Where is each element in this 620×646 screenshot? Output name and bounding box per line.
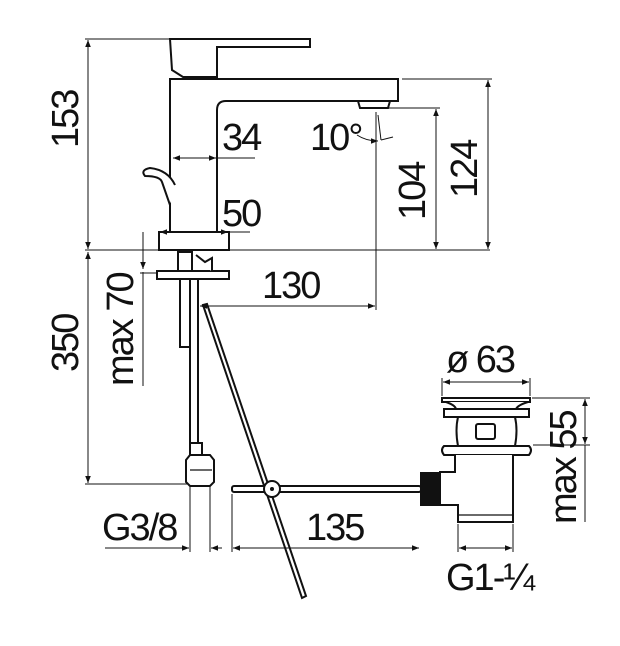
dim-label-104: 104 [392, 161, 434, 220]
dimension-lines [85, 38, 590, 552]
dim-label-angle: 10° [310, 117, 361, 159]
dim-label-g1-1-4: G1-¼ [446, 557, 536, 599]
pop-up-waste [439, 397, 532, 523]
dim-label-153: 153 [45, 90, 87, 148]
dim-label-diameter-63: ø 63 [446, 339, 515, 381]
knurled-nut [420, 472, 440, 506]
dim-label-max-55: max 55 [543, 411, 585, 524]
dim-label-max-70: max 70 [100, 273, 142, 386]
dim-label-g3-8: G3/8 [102, 507, 177, 549]
horizontal-rod [231, 485, 422, 493]
dim-label-34: 34 [222, 117, 262, 159]
fixing-washer [156, 270, 230, 280]
waste-slot [475, 423, 496, 440]
dim-label-350: 350 [45, 314, 87, 372]
mounting-assembly [156, 251, 230, 487]
dim-label-130: 130 [262, 265, 320, 307]
dim-label-124: 124 [444, 139, 486, 198]
base-plate [158, 231, 230, 251]
side-lever [142, 166, 176, 206]
pull-rod [201, 302, 440, 600]
dim-label-50: 50 [222, 193, 261, 235]
dim-label-135: 135 [306, 507, 364, 549]
flex-hose [189, 278, 199, 456]
